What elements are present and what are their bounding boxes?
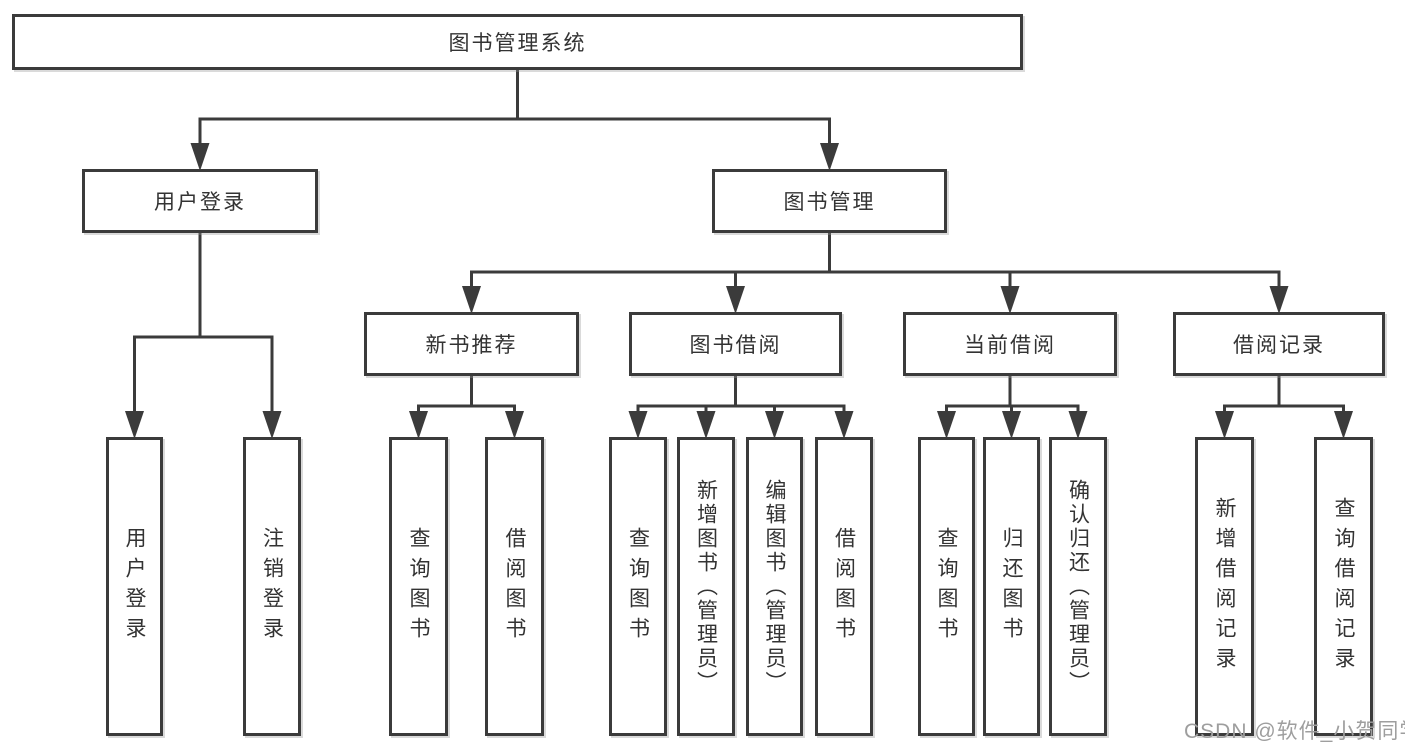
leaf-return-book-label: 归还图书 bbox=[1000, 526, 1023, 647]
leaf-logout-label: 注销登录 bbox=[260, 526, 284, 647]
node-book-management: 图书管理 bbox=[712, 169, 947, 233]
leaf-borrow-books-recommend-label: 借阅图书 bbox=[503, 526, 526, 647]
leaf-add-borrow-record-label: 新增借阅记录 bbox=[1213, 496, 1236, 677]
node-new-book-recommend: 新书推荐 bbox=[364, 312, 579, 376]
leaf-edit-book-admin: 编辑图书（管理员） bbox=[746, 437, 803, 736]
node-library-system-label: 图书管理系统 bbox=[448, 32, 587, 55]
node-borrowing-records-label: 借阅记录 bbox=[1233, 334, 1325, 357]
leaf-confirm-return-admin-label: 确认归还（管理员） bbox=[1066, 478, 1090, 695]
leaf-confirm-return-admin: 确认归还（管理员） bbox=[1049, 437, 1107, 736]
leaf-user-login-label: 用户登录 bbox=[123, 526, 146, 647]
leaf-edit-book-admin-label: 编辑图书（管理员） bbox=[763, 478, 786, 695]
leaf-query-borrow-record-label: 查询借阅记录 bbox=[1332, 496, 1355, 677]
leaf-query-books-current-label: 查询图书 bbox=[935, 526, 958, 647]
leaf-logout: 注销登录 bbox=[243, 437, 301, 736]
leaf-borrow-books-borrowing: 借阅图书 bbox=[815, 437, 873, 736]
node-user-login: 用户登录 bbox=[82, 169, 318, 233]
leaf-query-books-recommend-label: 查询图书 bbox=[407, 526, 430, 647]
node-current-borrowing: 当前借阅 bbox=[903, 312, 1117, 376]
node-book-management-label: 图书管理 bbox=[783, 191, 876, 214]
leaf-query-borrow-record: 查询借阅记录 bbox=[1314, 437, 1373, 736]
leaf-add-borrow-record: 新增借阅记录 bbox=[1195, 437, 1254, 736]
leaf-add-book-admin-label: 新增图书（管理员） bbox=[694, 478, 718, 695]
leaf-add-book-admin: 新增图书（管理员） bbox=[677, 437, 735, 736]
node-book-borrowing: 图书借阅 bbox=[629, 312, 842, 376]
node-current-borrowing-label: 当前借阅 bbox=[964, 334, 1056, 357]
leaf-borrow-books-borrowing-label: 借阅图书 bbox=[832, 526, 856, 647]
leaf-query-books-recommend: 查询图书 bbox=[389, 437, 448, 736]
leaf-borrow-books-recommend: 借阅图书 bbox=[485, 437, 544, 736]
leaf-query-books-borrowing: 查询图书 bbox=[609, 437, 667, 736]
watermark: CSDN @软件_小贺同学 bbox=[1184, 720, 1405, 743]
leaf-user-login: 用户登录 bbox=[106, 437, 163, 736]
node-user-login-label: 用户登录 bbox=[154, 191, 246, 214]
leaf-query-books-borrowing-label: 查询图书 bbox=[626, 526, 650, 647]
node-library-system: 图书管理系统 bbox=[12, 14, 1023, 70]
node-new-book-recommend-label: 新书推荐 bbox=[425, 334, 518, 357]
leaf-query-books-current: 查询图书 bbox=[918, 437, 975, 736]
node-borrowing-records: 借阅记录 bbox=[1173, 312, 1385, 376]
node-book-borrowing-label: 图书借阅 bbox=[689, 334, 782, 357]
leaf-return-book: 归还图书 bbox=[983, 437, 1040, 736]
